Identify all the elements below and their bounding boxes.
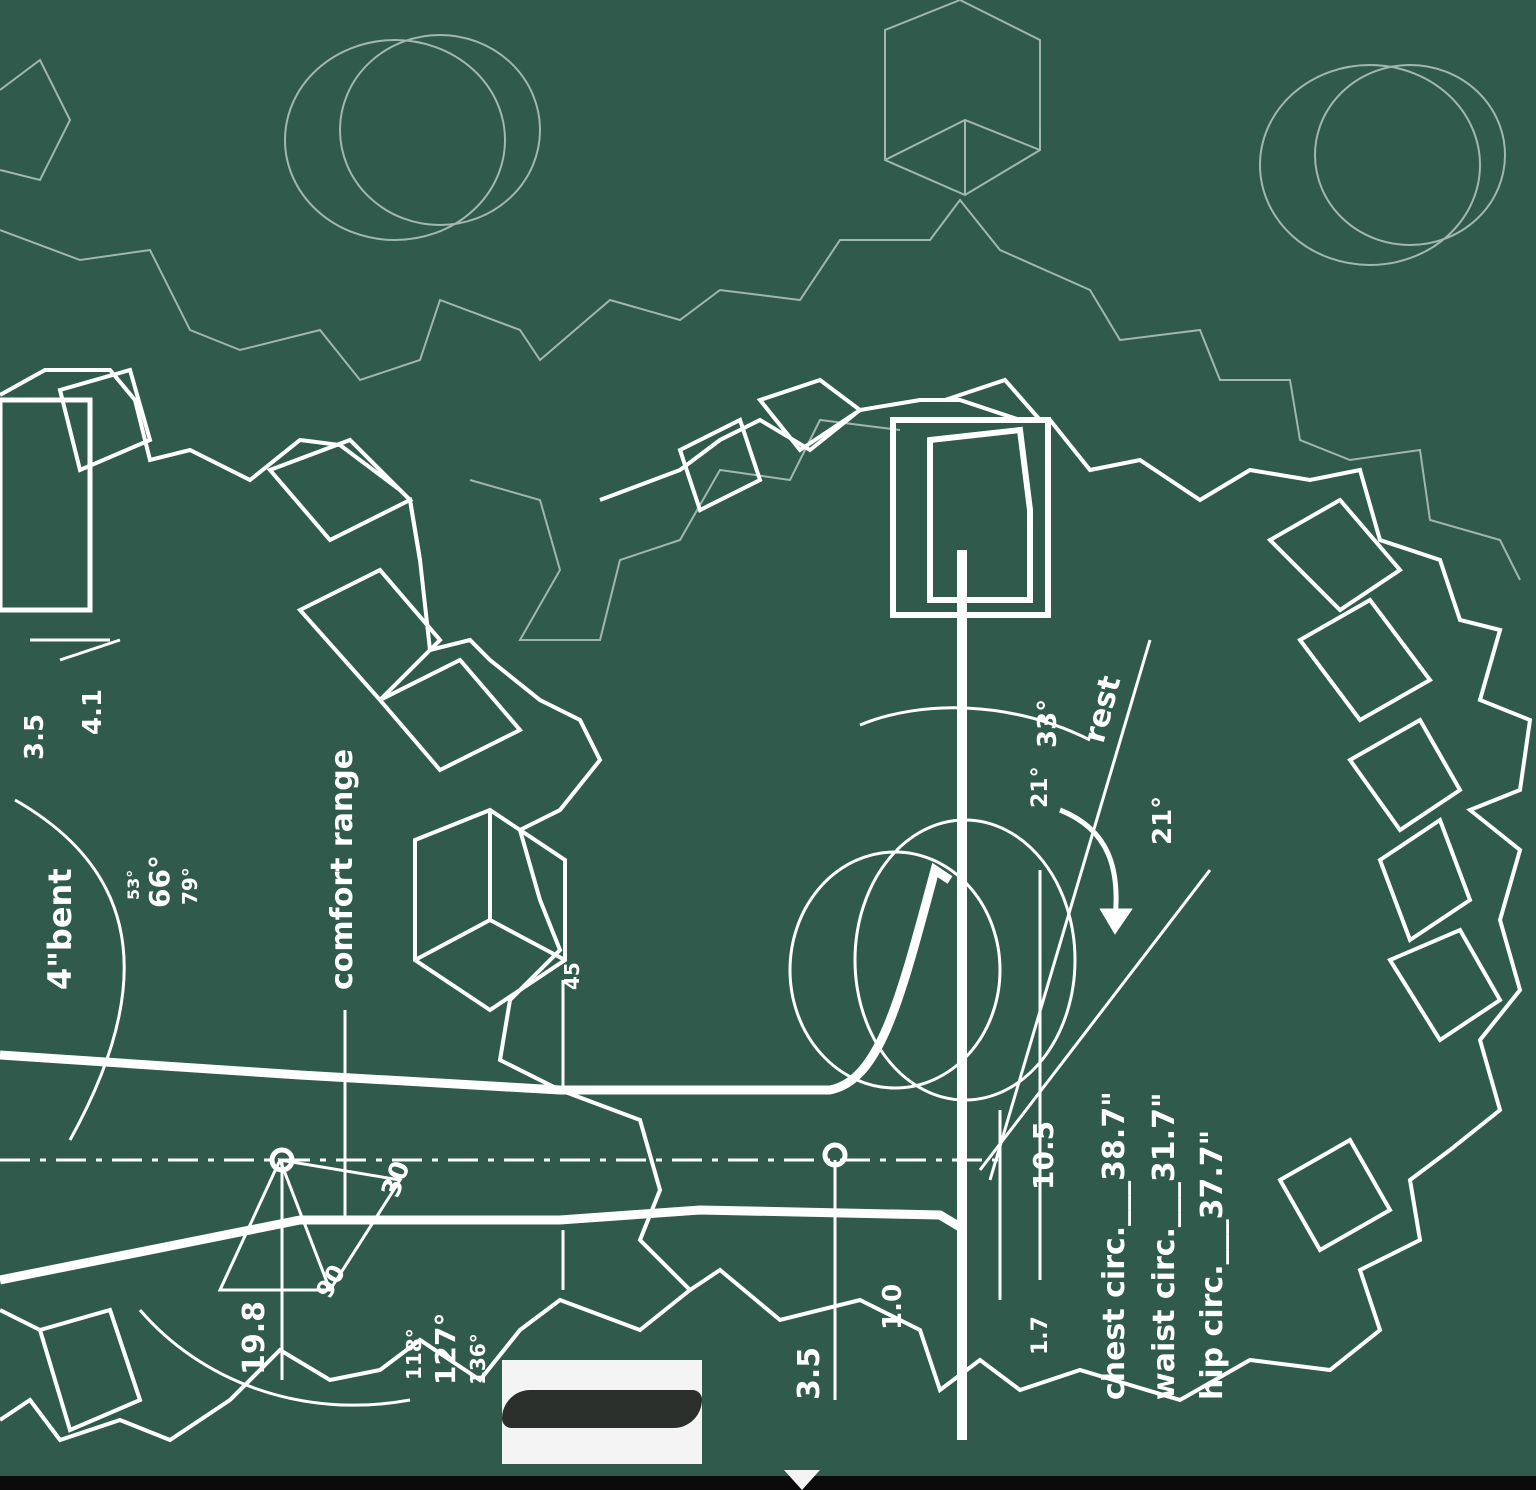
scan-edge (0, 1476, 1536, 1490)
faint-cube (884, 0, 1041, 197)
faint-cylinder-right (1259, 64, 1481, 266)
angle-21a-label: 21° (1028, 766, 1053, 808)
head-top (944, 377, 1042, 422)
photo-inset (502, 1360, 702, 1464)
pivot-right (822, 1142, 848, 1168)
rotation-arc (1059, 807, 1119, 921)
faint-gear-lower (469, 418, 901, 641)
chest-circ-label: chest circ.___38.7" (1097, 1091, 1132, 1400)
pivot-left (269, 1147, 295, 1173)
left-gear (0, 368, 693, 1443)
angle-66-label: 66° (143, 855, 176, 908)
waist-circ-label: waist circ.___31.7" (1147, 1092, 1182, 1400)
right-gear-teeth (677, 377, 1503, 1253)
bold-gear-outlines (0, 367, 1533, 1443)
shoulder-joint-outer (853, 818, 1077, 1102)
angle-127-label: 127° (429, 1312, 462, 1385)
lower-body-line (0, 1205, 968, 1285)
dim-4-1-label: 4.1 (78, 688, 108, 735)
dim-10-5-label: 10.5 (1027, 1120, 1060, 1190)
rest-line (988, 639, 1152, 1181)
angle-21b-label: 21° (1148, 795, 1178, 845)
left-post (0, 397, 93, 613)
left-gear-top-teeth (57, 367, 422, 561)
hip-circ-label: hip circ.___37.7" (1195, 1129, 1230, 1400)
angle-136-label: 136° (466, 1333, 490, 1385)
arc-33 (859, 706, 1091, 742)
dim-1-0-label: 1.0 (878, 1283, 908, 1330)
faint-left-cube (0, 58, 72, 182)
measurement-lines (0, 638, 1212, 1407)
left-gear-teeth (296, 567, 567, 1013)
faint-cylinder-right-inner (1314, 64, 1506, 246)
dim-1-7-label: 1.7 (1028, 1316, 1053, 1355)
right-gear (599, 398, 1533, 1403)
figure-frame (0, 377, 1051, 1440)
dim-4-1 (59, 638, 121, 662)
upper-body-line (0, 862, 953, 1095)
angle-79-label: 79° (178, 867, 202, 905)
head-prism (927, 426, 1033, 603)
diag-line (978, 869, 1212, 1171)
faint-gear-outline (0, 198, 1521, 581)
bottom-left-teeth (0, 1307, 143, 1433)
dim-3-5-bottom-label: 3.5 (792, 1346, 827, 1400)
arc-comfort (14, 798, 126, 1141)
angle-118-label: 118° (402, 1328, 426, 1380)
faint-cylinder-left-inner (339, 34, 541, 226)
shoulder-joint (788, 850, 1002, 1090)
dim-3-5-top-label: 3.5 (20, 713, 50, 760)
faint-background-sketches (0, 0, 1521, 641)
arc-bottom (138, 1309, 411, 1407)
photo-inset-figure (502, 1390, 702, 1428)
rotation-arrow (1099, 908, 1133, 935)
angle-33-label: 33° (1033, 698, 1063, 748)
scan-notch (784, 1470, 820, 1490)
comfort-range-label: comfort range (325, 748, 360, 990)
head-block (890, 417, 1051, 618)
faint-cylinder-left (284, 39, 506, 241)
bent-label: 4"bent (41, 868, 79, 990)
angle-53-label: 53° (124, 869, 143, 900)
ribcage-lines (217, 1158, 403, 1292)
dim-45-label: 45 (560, 962, 584, 990)
dim-19-8-label: 19.8 (237, 1300, 272, 1375)
